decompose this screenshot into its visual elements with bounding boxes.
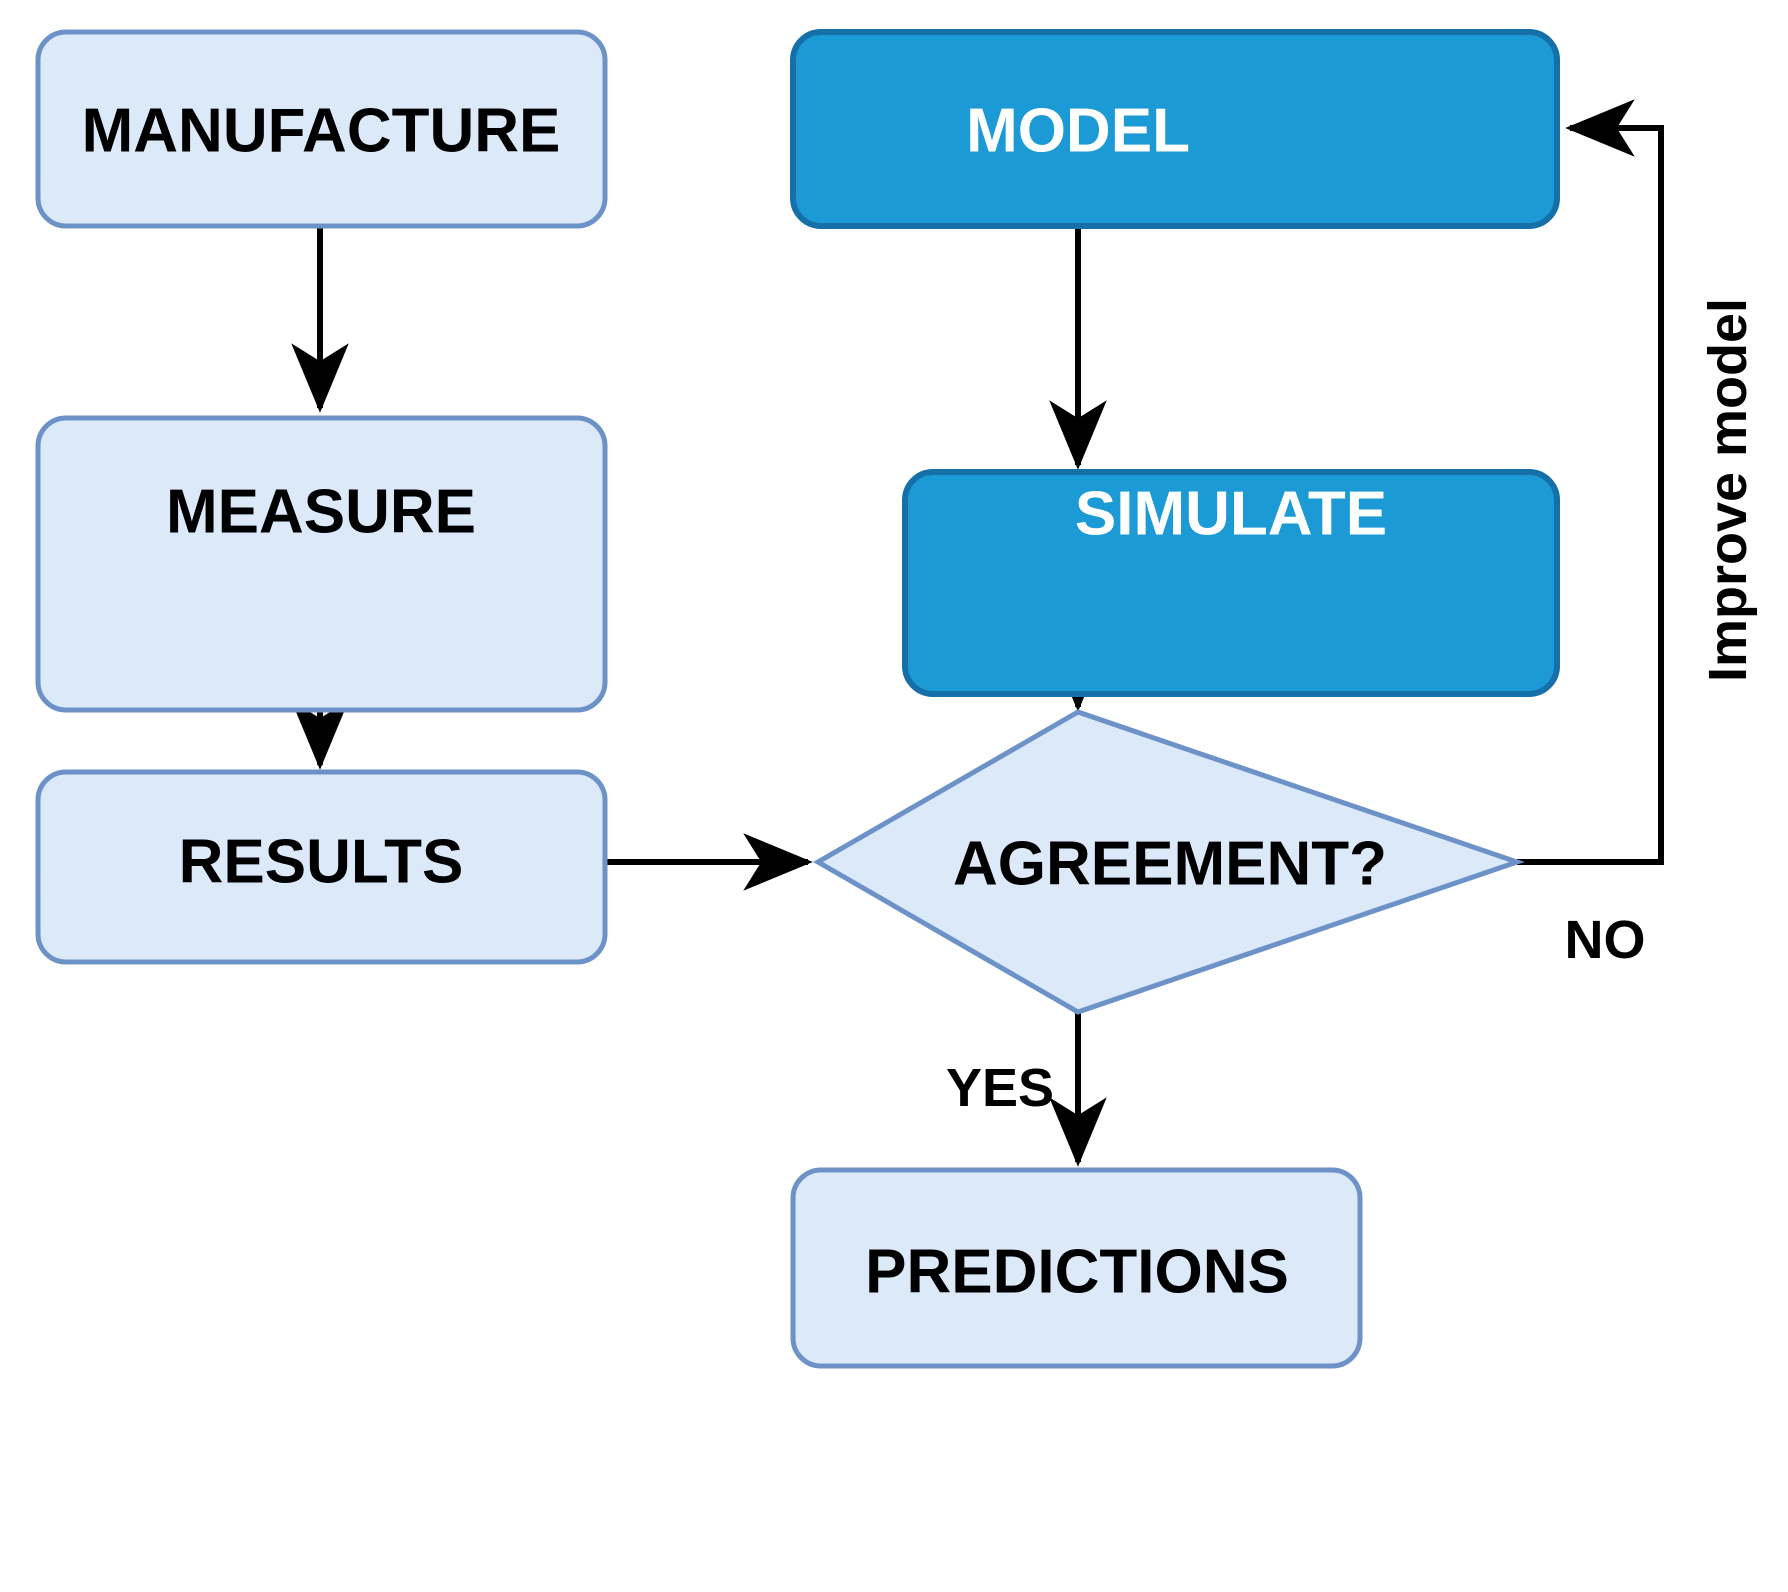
node-simulate[interactable]: SIMULATE bbox=[902, 469, 1560, 697]
predictions-label: PREDICTIONS bbox=[865, 1238, 1289, 1307]
edge-agreement-no-to-model bbox=[1517, 99, 1664, 865]
agreement-label: AGREEMENT? bbox=[953, 830, 1387, 899]
measure-label: MEASURE bbox=[166, 478, 476, 547]
simulate-label: SIMULATE bbox=[1075, 480, 1387, 549]
node-predictions[interactable]: PREDICTIONS bbox=[790, 1167, 1363, 1369]
node-results[interactable]: RESULTS bbox=[35, 769, 608, 965]
edge-label-improve-model: Improve model bbox=[1698, 298, 1758, 682]
edge-label-no: NO bbox=[1565, 910, 1646, 970]
results-shape[interactable] bbox=[35, 769, 608, 965]
node-model[interactable]: MODEL bbox=[790, 29, 1560, 229]
predictions-shape[interactable] bbox=[790, 1167, 1363, 1369]
agreement-shape[interactable] bbox=[812, 709, 1525, 1015]
measure-shape[interactable] bbox=[35, 415, 608, 713]
node-manufacture[interactable]: MANUFACTURE bbox=[35, 29, 608, 229]
results-label: RESULTS bbox=[179, 828, 464, 897]
node-agreement[interactable]: AGREEMENT? bbox=[812, 709, 1525, 1015]
edge-label-yes: YES bbox=[946, 1058, 1054, 1118]
manufacture-shape[interactable] bbox=[35, 29, 608, 229]
node-measure[interactable]: MEASURE bbox=[35, 415, 608, 713]
simulate-shape[interactable] bbox=[902, 469, 1560, 697]
manufacture-label: MANUFACTURE bbox=[82, 97, 561, 166]
model-shape[interactable] bbox=[790, 29, 1560, 229]
model-label: MODEL bbox=[966, 97, 1190, 166]
